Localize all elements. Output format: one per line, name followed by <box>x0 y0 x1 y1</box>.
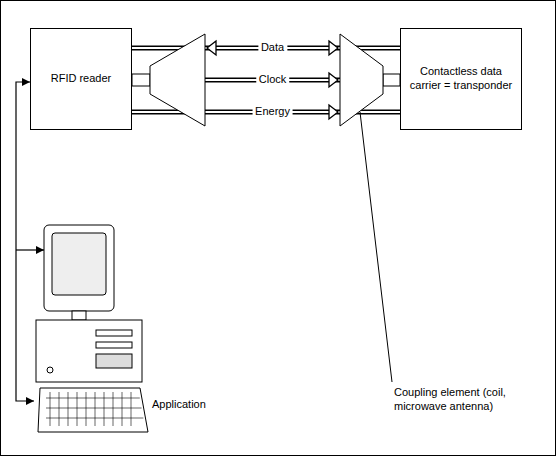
key-row <box>46 408 142 409</box>
signal-label: Clock <box>256 73 290 87</box>
key-column <box>131 392 132 426</box>
key-column <box>77 392 78 426</box>
computer-icon <box>36 225 148 432</box>
edge-label-wrap: Energy <box>252 105 293 119</box>
reader-box: RFID reader <box>30 28 132 130</box>
text-group: Contactless data carrier = transponder <box>407 65 515 93</box>
arrow-head <box>207 41 216 55</box>
text-group: RFID reader <box>51 72 112 86</box>
key-column <box>68 392 69 426</box>
key-column <box>122 392 123 426</box>
node-label: Contactless data carrier = transponder <box>407 65 515 93</box>
arrow-head <box>329 41 338 55</box>
edge-label-wrap: Clock <box>256 73 290 87</box>
transponder-antenna <box>340 34 400 126</box>
node-label: RFID reader <box>51 72 112 86</box>
callout-label: Coupling element (coil, microwave antenn… <box>394 386 544 414</box>
branch-arrow <box>16 249 44 250</box>
signal-label: Energy <box>252 105 293 119</box>
callout-wrap: Coupling element (coil, microwave antenn… <box>394 386 544 414</box>
edge-label-wrap: Data <box>258 41 287 55</box>
key-column <box>50 392 51 426</box>
reader-antenna <box>132 34 205 126</box>
key-column <box>95 392 96 426</box>
key-column <box>86 392 87 426</box>
key-column <box>59 392 60 426</box>
node-label: Application <box>152 398 206 412</box>
signal-label: Data <box>258 41 287 55</box>
arrow-head <box>329 105 338 119</box>
key-row <box>46 398 140 399</box>
key-column <box>113 392 114 426</box>
leader-line <box>360 112 392 382</box>
text-group: Application <box>152 398 206 412</box>
key-column <box>104 392 105 426</box>
application-computer: Application <box>34 225 234 440</box>
transponder-box: Contactless data carrier = transponder <box>400 28 522 130</box>
arrow-head <box>329 73 338 87</box>
